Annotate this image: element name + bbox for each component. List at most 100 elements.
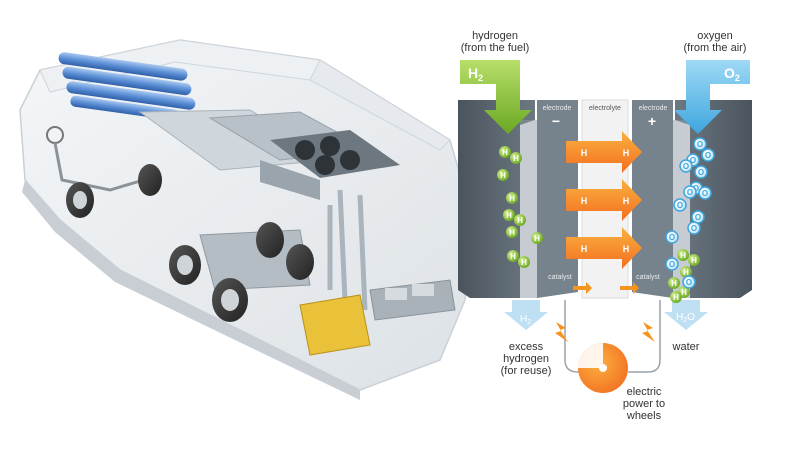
- svg-text:H: H: [671, 279, 677, 288]
- bus-wheels: [66, 164, 314, 322]
- electrolyte-label: electrolyte: [589, 105, 621, 112]
- catalyst-right-label: catalyst: [636, 274, 660, 281]
- cathode-electrode: [632, 100, 673, 298]
- water-hydrogen-atom: H: [677, 249, 689, 261]
- proton-h-5: H: [581, 244, 588, 254]
- svg-text:H: H: [510, 252, 516, 261]
- oxygen-atom: O: [665, 230, 679, 244]
- hydrogen-atom: H: [507, 250, 519, 262]
- svg-text:O: O: [698, 168, 704, 177]
- svg-text:O: O: [705, 151, 711, 160]
- oxygen-atom: O: [691, 210, 705, 224]
- anode-block: [458, 100, 535, 298]
- svg-text:O: O: [683, 162, 689, 171]
- minus-sign: −: [552, 113, 560, 129]
- hydrogen-atom: H: [514, 214, 526, 226]
- spark-left-icon: [555, 322, 568, 342]
- svg-text:H: H: [680, 251, 686, 260]
- svg-text:H: H: [513, 154, 519, 163]
- water-hydrogen-atom: H: [670, 291, 682, 303]
- radiator-fans: [270, 130, 400, 178]
- oxygen-text: oxygen: [697, 30, 733, 42]
- hydrogen-atom: H: [506, 226, 518, 238]
- cathode-block: [675, 100, 752, 298]
- svg-text:O: O: [686, 278, 692, 287]
- svg-text:O: O: [690, 156, 696, 165]
- oxygen-atom: O: [693, 137, 707, 151]
- excess-hydrogen-out-arrow: [504, 300, 548, 330]
- svg-text:H: H: [681, 288, 687, 297]
- excess-line-3: (for reuse): [500, 365, 552, 377]
- bus-illustration: [19, 39, 470, 400]
- power-line-1: electric: [626, 386, 662, 398]
- proton-h-6: H: [623, 244, 630, 254]
- svg-text:H: H: [509, 228, 515, 237]
- water-oxygen-atom: O: [665, 257, 679, 271]
- oxygen-atom: O: [683, 185, 697, 199]
- svg-text:O: O: [693, 184, 699, 193]
- water-label: water: [664, 341, 708, 353]
- from-air-text: (from the air): [683, 42, 747, 54]
- excess-line-2: hydrogen: [503, 353, 549, 365]
- h2-outlet-label: H2: [520, 314, 531, 326]
- hydrogen-atom: H: [499, 146, 511, 158]
- water-oxygen-atom: O: [682, 275, 696, 289]
- proton-h-1: H: [581, 148, 588, 158]
- excess-hydrogen-label: excess hydrogen (for reuse): [488, 341, 564, 377]
- catalyst-left-label: catalyst: [548, 274, 572, 281]
- water-hydrogen-atom: H: [668, 277, 680, 289]
- hydrogen-atom: H: [497, 169, 509, 181]
- oxygen-atom: O: [698, 186, 712, 200]
- svg-text:H: H: [506, 211, 512, 220]
- o2-inlet-label: O2: [724, 65, 740, 83]
- hydrogen-atom: H: [503, 209, 515, 221]
- hydrogen-atom: H: [510, 152, 522, 164]
- electric-power-label: electric power to wheels: [612, 386, 676, 422]
- svg-text:O: O: [695, 213, 701, 222]
- proton-h-2: H: [623, 148, 630, 158]
- svg-text:H: H: [517, 216, 523, 225]
- proton-h-3: H: [581, 196, 588, 206]
- power-line-3: wheels: [626, 410, 662, 422]
- power-line-2: power to: [622, 398, 666, 410]
- h2-inlet-label: H2: [468, 65, 483, 83]
- oxygen-label: oxygen (from the air): [675, 30, 755, 54]
- electrode-right-label: electrode: [639, 105, 668, 112]
- hydrogen-atom: H: [531, 232, 543, 244]
- svg-text:O: O: [691, 224, 697, 233]
- plus-sign: +: [648, 113, 656, 129]
- excess-line-1: excess: [508, 341, 544, 353]
- oxygen-atom: O: [679, 159, 693, 173]
- hydrogen-label: hydrogen (from the fuel): [455, 30, 535, 54]
- from-fuel-text: (from the fuel): [460, 42, 530, 54]
- water-hydrogen-atom: H: [688, 254, 700, 266]
- electrode-left-label: electrode: [543, 105, 572, 112]
- svg-text:O: O: [702, 189, 708, 198]
- svg-text:H: H: [509, 194, 515, 203]
- svg-text:H: H: [500, 171, 506, 180]
- svg-text:O: O: [669, 260, 675, 269]
- svg-text:H: H: [673, 293, 679, 302]
- proton-arrows: [566, 131, 642, 269]
- svg-text:H: H: [534, 234, 540, 243]
- spark-right-icon: [642, 322, 655, 342]
- oxygen-atom: O: [701, 148, 715, 162]
- hydrogen-text: hydrogen: [472, 30, 518, 42]
- water-hydrogen-atom: H: [680, 266, 692, 278]
- svg-text:H: H: [521, 258, 527, 267]
- svg-text:H: H: [502, 148, 508, 157]
- svg-text:O: O: [687, 188, 693, 197]
- oxygen-in-arrow: [674, 60, 750, 134]
- hydrogen-in-arrow: [460, 60, 532, 134]
- oxygen-atom: O: [687, 221, 701, 235]
- h2o-outlet-label: H2O: [676, 312, 695, 324]
- oxygen-atom: O: [673, 198, 687, 212]
- circuit-wire: [564, 300, 661, 373]
- hydrogen-atom: H: [518, 256, 530, 268]
- proton-h-4: H: [623, 196, 630, 206]
- svg-text:O: O: [669, 233, 675, 242]
